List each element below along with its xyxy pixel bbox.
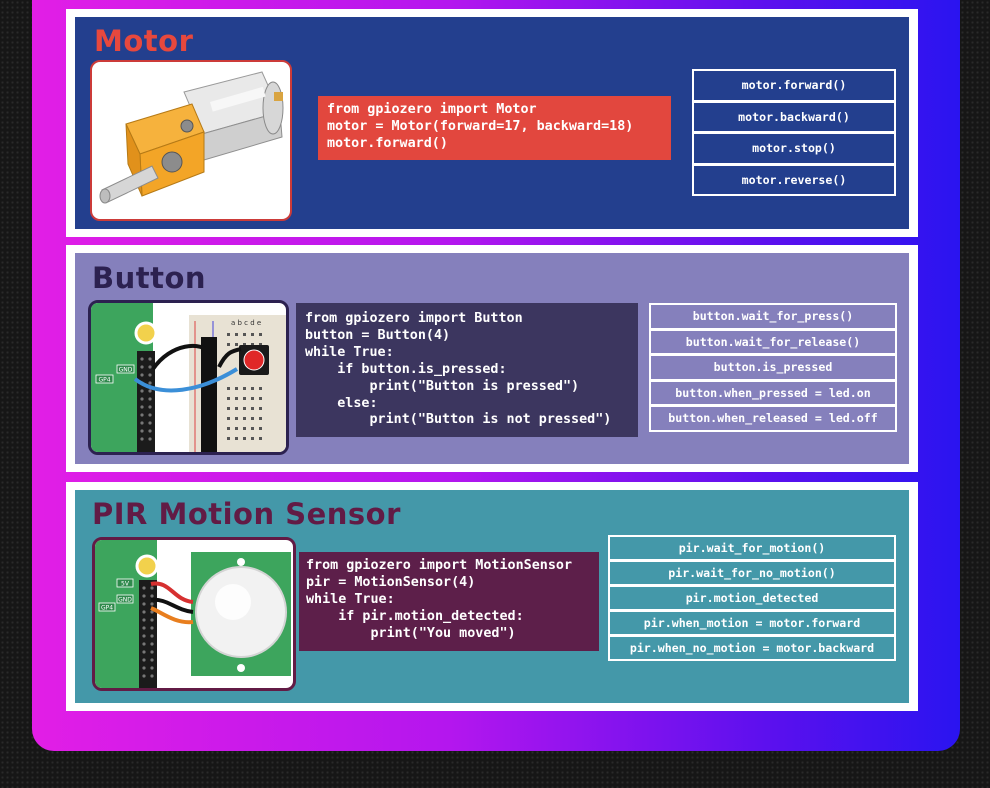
motor-method-item: motor.stop() [692, 132, 896, 165]
motor-method-item: motor.backward() [692, 100, 896, 133]
button-method-item: button.wait_for_release() [649, 328, 897, 355]
pir-sensor-illustration: 5V GND GP4 [95, 540, 291, 688]
breadboard-columns: a b c d e [231, 319, 261, 327]
pir-title: PIR Motion Sensor [92, 497, 401, 531]
motor-panel: Motor from gpiozero import M [66, 9, 918, 237]
button-code-block: from gpiozero import Button button = But… [296, 303, 638, 437]
pir-method-item: pir.when_motion = motor.forward [608, 610, 896, 636]
pir-methods-list: pir.wait_for_motion() pir.wait_for_no_mo… [608, 535, 896, 661]
motor-methods-list: motor.forward() motor.backward() motor.s… [692, 69, 896, 196]
pin-label-gp4: GP4 [98, 377, 110, 384]
button-methods-list: button.wait_for_press() button.wait_for_… [649, 303, 897, 432]
pir-panel-body: PIR Motion Sensor [75, 490, 909, 703]
motor-code-block: from gpiozero import Motor motor = Motor… [318, 96, 671, 160]
motor-method-item: motor.reverse() [692, 163, 896, 196]
pir-method-item: pir.wait_for_motion() [608, 535, 896, 561]
pin-label-gp4: GP4 [101, 605, 113, 612]
pin-label-gnd: GND [119, 367, 133, 374]
pir-panel: PIR Motion Sensor [66, 482, 918, 711]
button-title: Button [92, 261, 207, 295]
button-image: GND GP4 a b c d e [88, 300, 289, 455]
pir-method-item: pir.when_no_motion = motor.backward [608, 635, 896, 661]
motor-panel-body: Motor from gpiozero import M [75, 17, 909, 229]
motor-method-item: motor.forward() [692, 69, 896, 102]
button-panel-body: Button [75, 253, 909, 464]
motor-image [90, 60, 292, 221]
button-method-item: button.wait_for_press() [649, 303, 897, 330]
button-method-item: button.is_pressed [649, 354, 897, 381]
breadboard-illustration: GND GP4 a b c d e [91, 303, 286, 452]
pir-method-item: pir.motion_detected [608, 585, 896, 611]
pir-code-block: from gpiozero import MotionSensor pir = … [299, 552, 599, 651]
button-method-item: button.when_pressed = led.on [649, 379, 897, 406]
pin-label-5v: 5V [121, 581, 130, 588]
gear-motor-illustration [99, 71, 284, 204]
pir-image: 5V GND GP4 [92, 537, 296, 691]
pir-method-item: pir.wait_for_no_motion() [608, 560, 896, 586]
motor-title: Motor [94, 24, 194, 58]
button-method-item: button.when_released = led.off [649, 405, 897, 432]
button-panel: Button [66, 245, 918, 472]
pin-label-gnd: GND [118, 597, 132, 604]
